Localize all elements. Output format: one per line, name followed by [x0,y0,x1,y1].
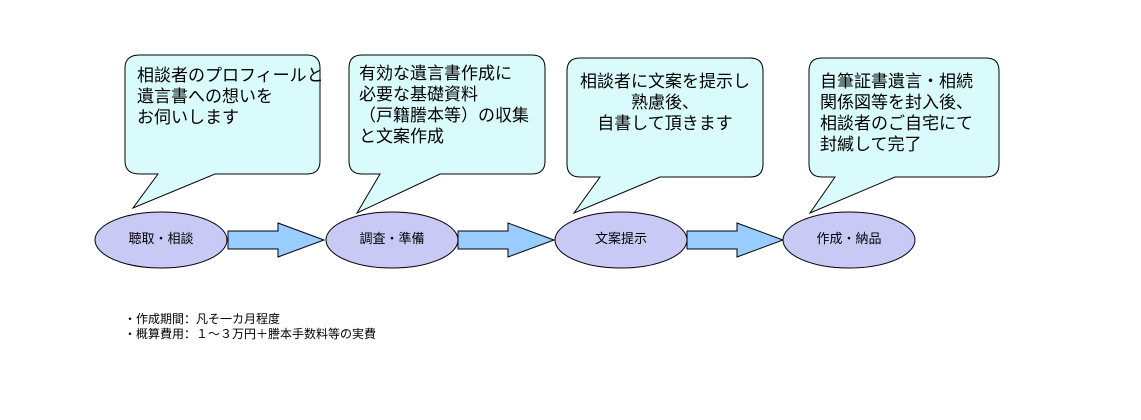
step-node-3 [554,211,688,269]
arrow-3 [686,222,785,258]
notes: ・作成期間：凡そ一カ月程度 ・概算費用：１～３万円＋謄本手数料等の実費 [124,312,376,342]
callout-text-4: 自筆証書遺言・相続 関係図等を封入後、 相談者のご自宅にて 封緘して完了 [820,72,973,156]
callout-line: 有効な遺言書作成に [359,64,512,84]
callout-line: 封緘して完了 [820,135,922,155]
step-node-2 [325,211,459,269]
callout-line: 自書して頂きます [597,114,733,134]
callout-line: 相談者のご自宅にて [820,114,973,134]
arrow-2 [457,222,556,258]
callout-line: 相談者に文案を提示し [580,72,750,92]
callout-bubble-4 [808,57,1000,215]
callout-text-2: 有効な遺言書作成に 必要な基礎資料 （戸籍謄本等）の収集 と文案作成 [359,64,529,148]
callout-line: お伺いします [137,108,239,128]
step-label-2: 調査・準備 [359,232,425,247]
callout-line: 熟慮後、 [631,93,699,113]
callout-bubble-3 [566,57,764,215]
callout-bubble-2 [348,54,546,215]
callout-text-3: 相談者に文案を提示し 熟慮後、 自書して頂きます [570,72,760,135]
step-label-4: 作成・納品 [816,232,882,247]
callout-line: （戸籍謄本等）の収集 [359,106,529,126]
callout-line: 遺言書への想いを [137,87,273,107]
step-label-1: 聴取・相談 [128,232,194,247]
callout-line: と文案作成 [359,127,444,147]
step-label-3: 文案提示 [594,232,647,247]
callout-bubble-1 [124,54,321,210]
callout-line: 必要な基礎資料 [359,85,478,105]
callout-line: 相談者のプロフィールと [137,66,324,86]
arrow-1 [227,222,326,258]
callout-line: 関係図等を封入後、 [820,93,973,113]
step-node-4 [782,211,916,269]
callout-text-1: 相談者のプロフィールと 遺言書への想いを お伺いします [137,66,324,129]
callout-line: 自筆証書遺言・相続 [820,72,973,92]
step-node-1 [94,211,228,269]
note-cost: ・概算費用：１～３万円＋謄本手数料等の実費 [124,327,377,341]
note-duration: ・作成期間：凡そ一カ月程度 [124,312,281,326]
